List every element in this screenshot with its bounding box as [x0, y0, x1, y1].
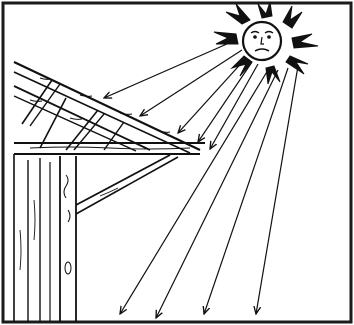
- sun-left-eye: [253, 35, 257, 39]
- sun-right-eye: [267, 35, 271, 39]
